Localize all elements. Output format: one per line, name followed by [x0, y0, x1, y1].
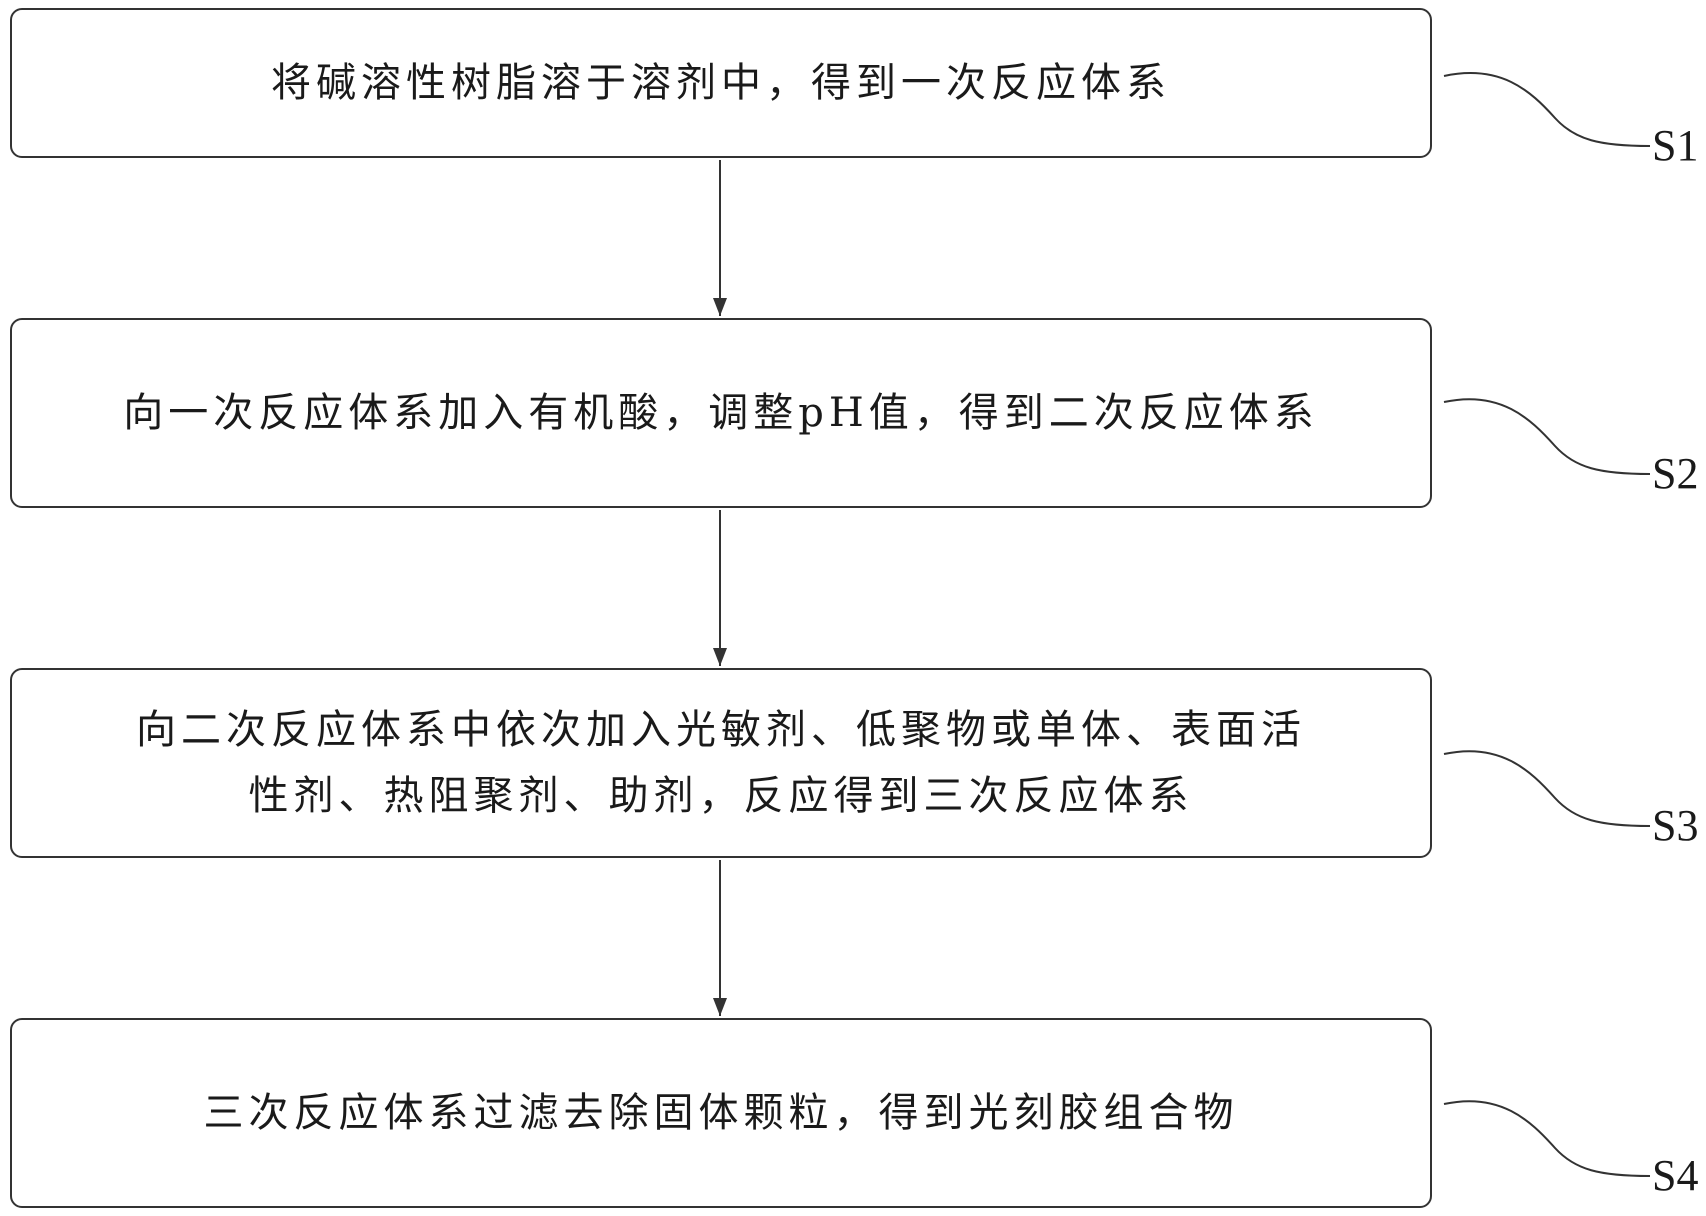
step-label-s3: S3	[1652, 801, 1699, 850]
step-box-s1: 将碱溶性树脂溶于溶剂中，得到一次反应体系	[10, 8, 1432, 158]
step-box-s4: 三次反应体系过滤去除固体颗粒，得到光刻胶组合物	[10, 1018, 1432, 1208]
step-label-s4: S4	[1652, 1151, 1699, 1200]
step-label-s2: S2	[1652, 449, 1699, 498]
step-text-s1: 将碱溶性树脂溶于溶剂中，得到一次反应体系	[271, 60, 1171, 106]
arrowhead-s1-to-s2	[713, 298, 727, 316]
leader-line-s3	[1443, 750, 1651, 827]
leader-lines	[1443, 72, 1651, 1177]
step-text-s2: 向一次反应体系加入有机酸，调整pH值，得到二次反应体系	[123, 390, 1319, 436]
leader-line-s4	[1443, 1100, 1651, 1177]
arrowhead-s3-to-s4	[713, 998, 727, 1016]
arrowhead-s2-to-s3	[713, 648, 727, 666]
flow-arrows	[713, 160, 727, 1016]
step-text-s3: 向二次反应体系中依次加入光敏剂、低聚物或单体、表面活 性剂、热阻聚剂、助剂，反应…	[136, 707, 1306, 819]
step-box-s2: 向一次反应体系加入有机酸，调整pH值，得到二次反应体系	[10, 318, 1432, 508]
leader-line-s2	[1443, 398, 1651, 475]
step-box-s3: 向二次反应体系中依次加入光敏剂、低聚物或单体、表面活 性剂、热阻聚剂、助剂，反应…	[10, 668, 1432, 858]
leader-line-s1	[1443, 72, 1651, 147]
step-label-s1: S1	[1652, 121, 1699, 170]
step-text-s4: 三次反应体系过滤去除固体颗粒，得到光刻胶组合物	[203, 1090, 1239, 1136]
